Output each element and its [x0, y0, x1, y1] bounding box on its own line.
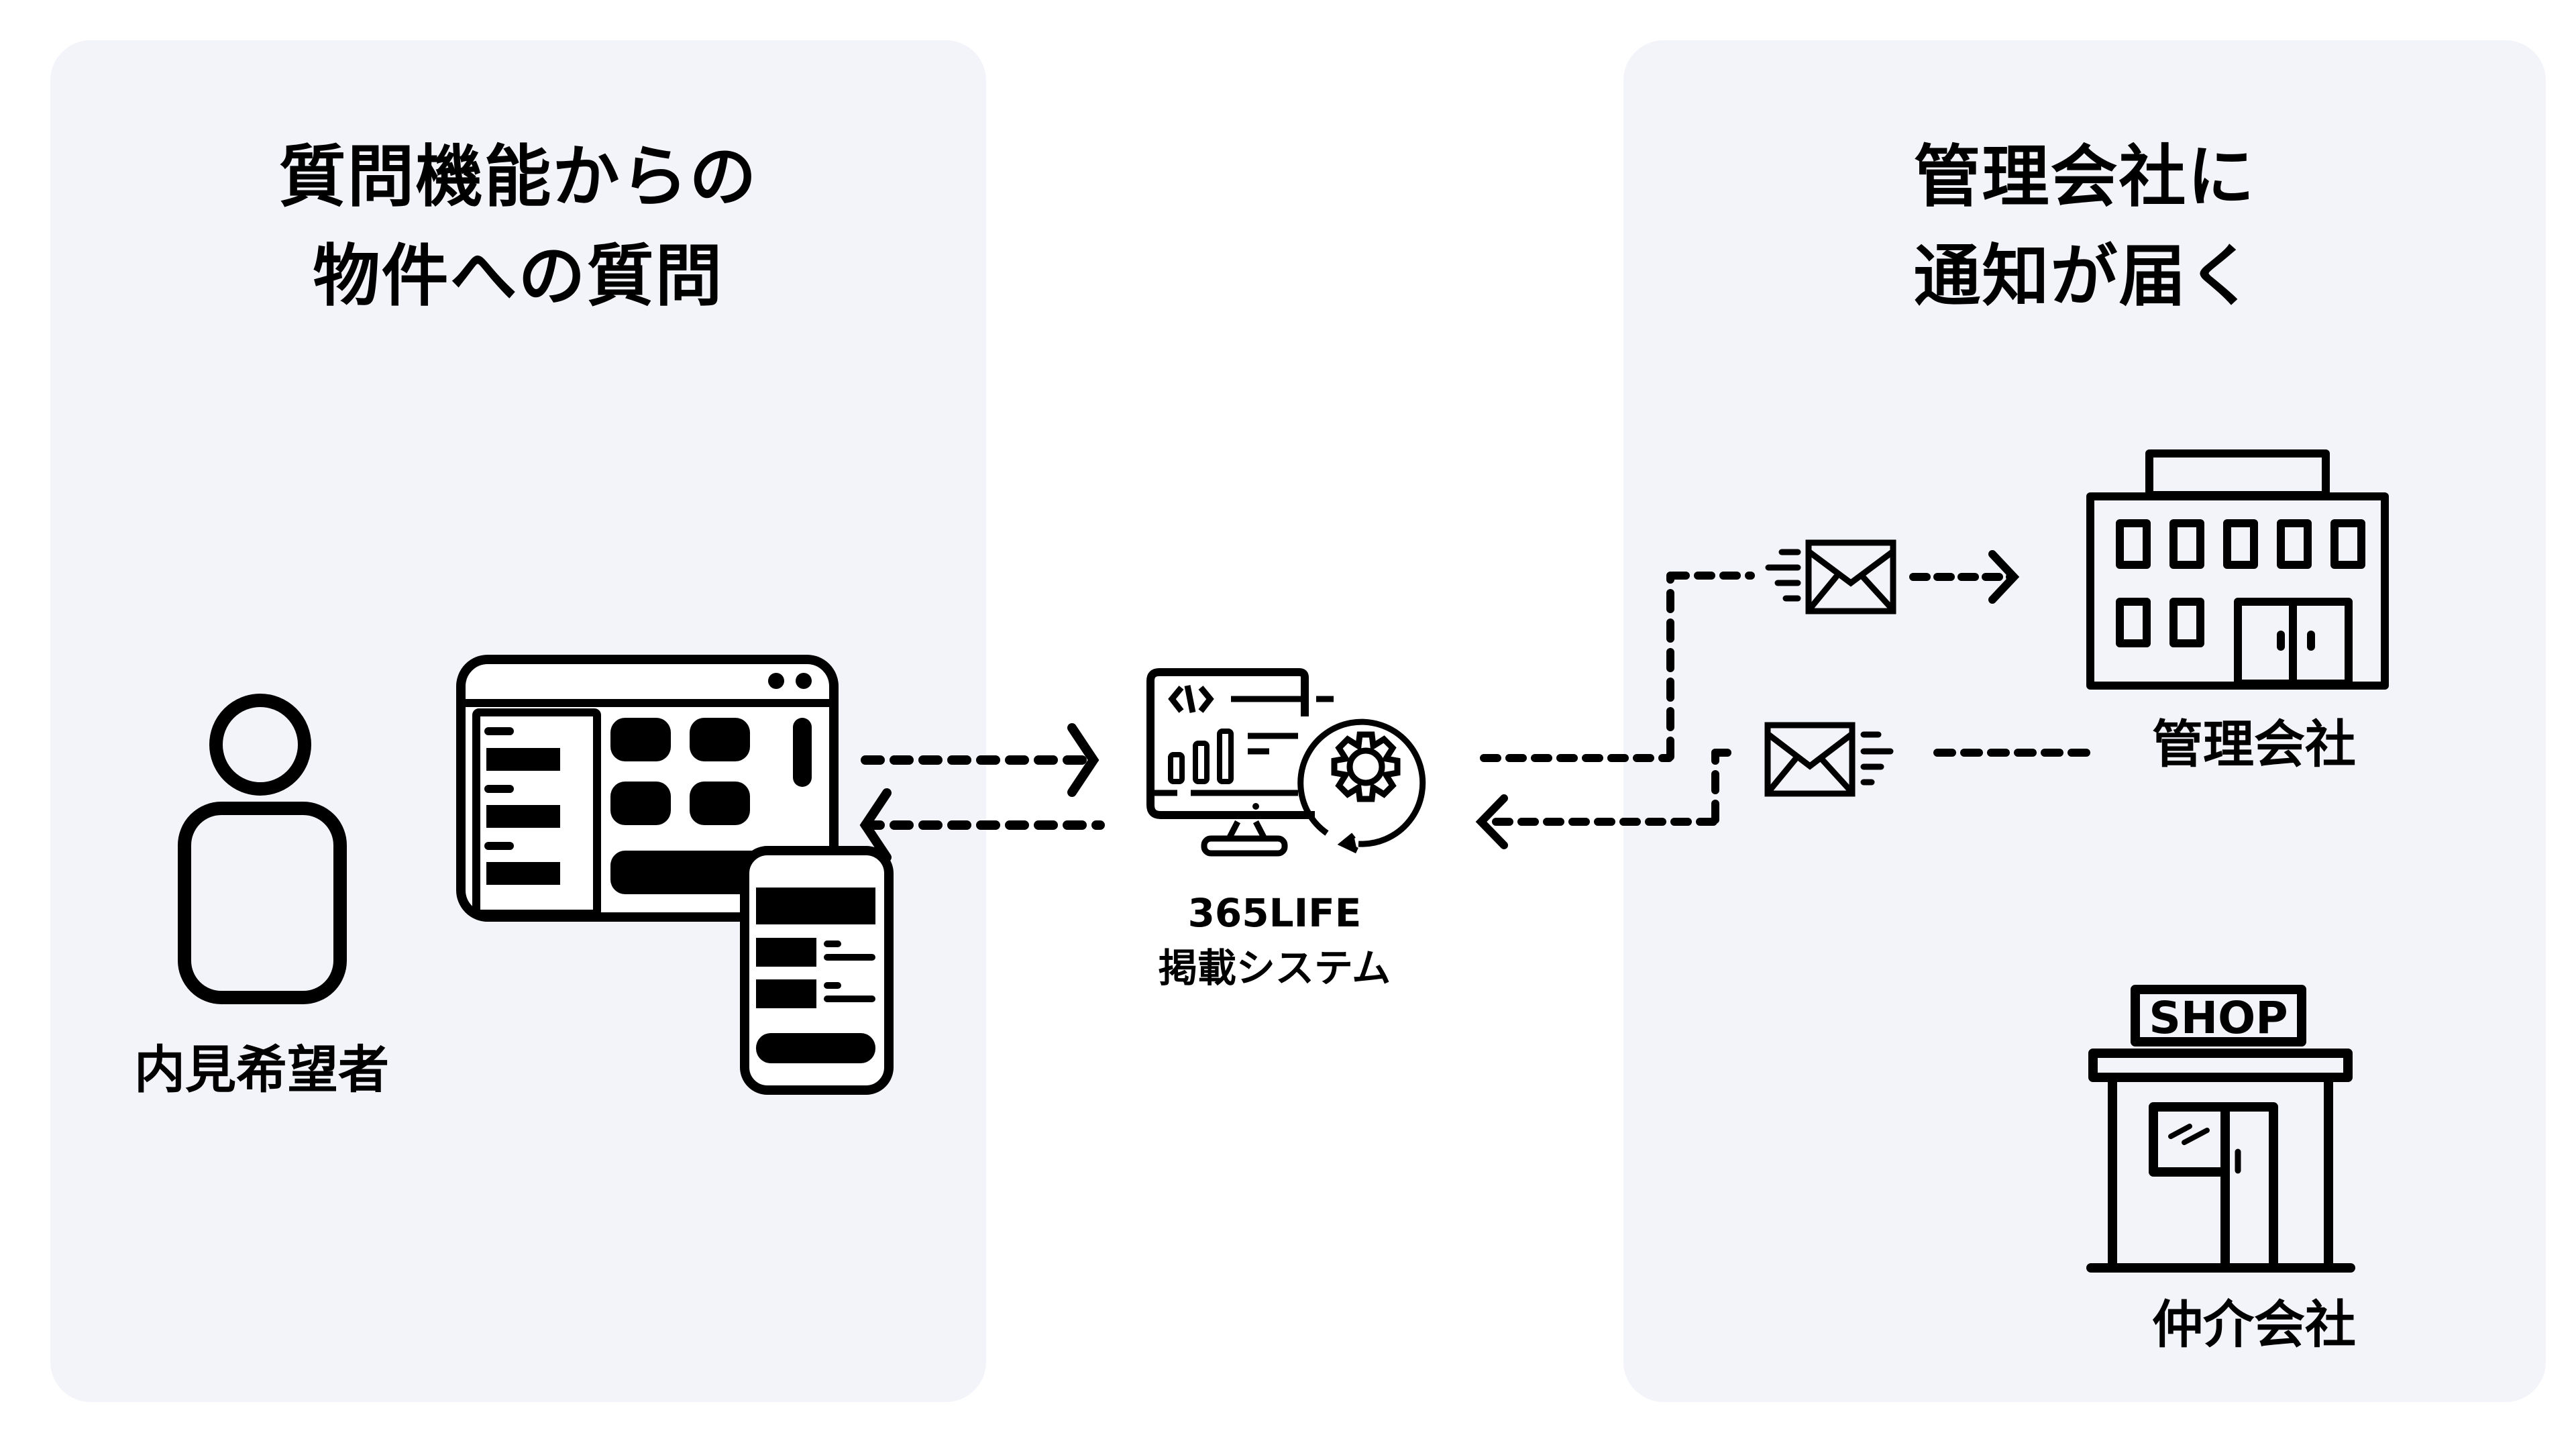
person-icon	[178, 694, 347, 1004]
arrow-to-system	[861, 723, 1099, 797]
arrow-to-viewer	[859, 788, 1105, 862]
system-label: 365LIFE 掲載システム	[1158, 890, 1391, 991]
broker-company-label: 仲介会社	[2152, 1295, 2356, 1354]
arrow-system-to-mail	[1480, 572, 1755, 762]
viewer-label: 内見希望者	[134, 1040, 389, 1099]
monitor-gear-icon	[1146, 668, 1426, 857]
shop-storefront-icon	[2086, 985, 2355, 1273]
right-panel-title: 管理会社に 通知が届く	[1913, 138, 2256, 315]
incoming-mail-icon	[1764, 722, 1894, 797]
sending-mail-icon	[1765, 539, 1896, 614]
office-building-icon	[2086, 449, 2389, 690]
left-panel-title: 質問機能からの 物件への質問	[278, 138, 758, 315]
shop-sign-text: SHOP	[2149, 992, 2288, 1044]
browser-window-icon	[456, 655, 839, 922]
management-company-label: 管理会社	[2152, 714, 2356, 774]
arrow-mail-to-system	[1475, 749, 1731, 849]
right-panel	[1623, 40, 2546, 1402]
smartphone-icon	[740, 846, 894, 1095]
arrow-mail-to-management	[1909, 550, 2020, 604]
